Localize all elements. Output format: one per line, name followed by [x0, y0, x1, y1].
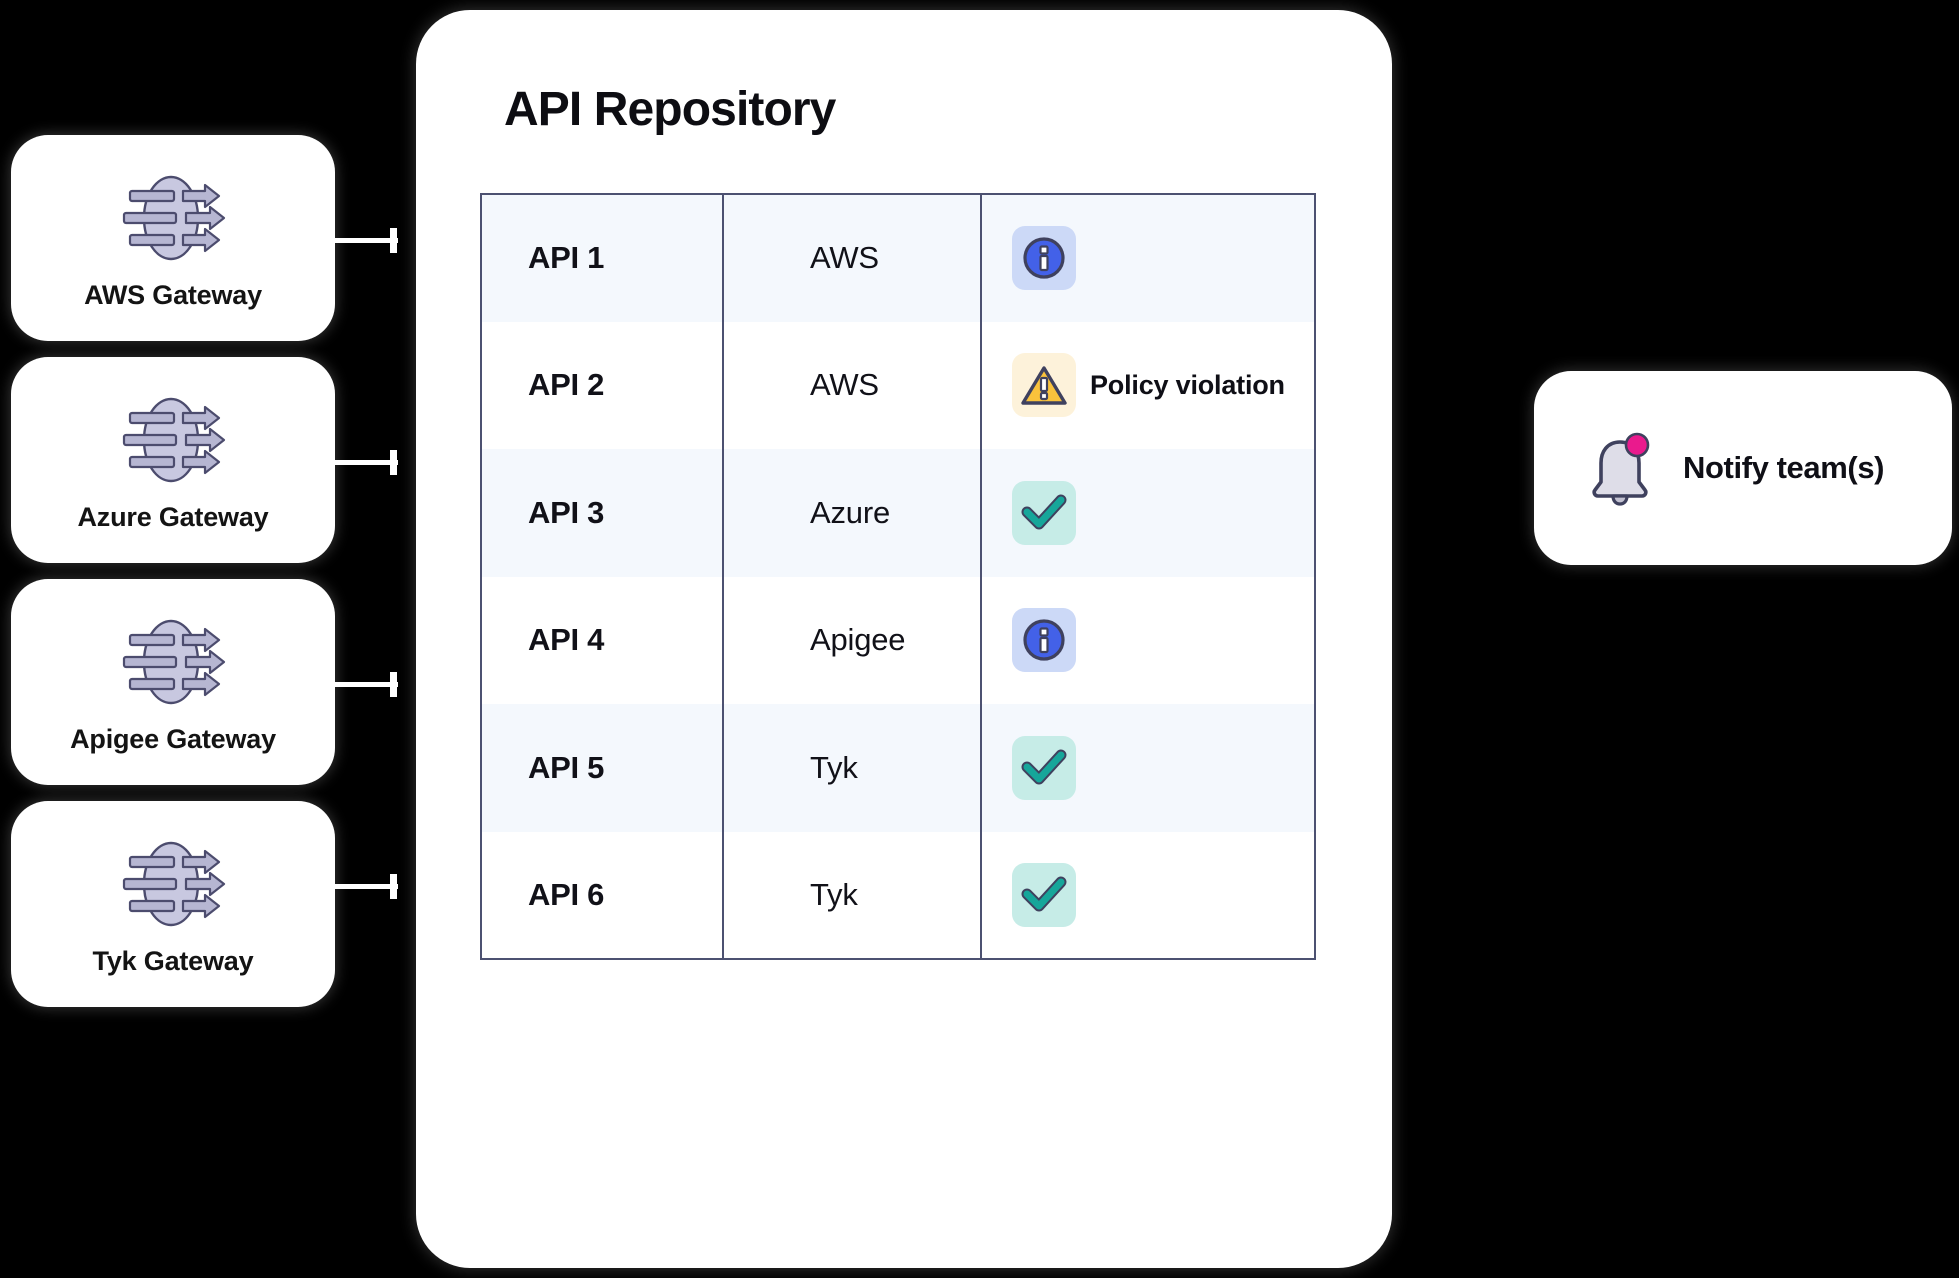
bell-icon — [1592, 432, 1650, 506]
info-icon — [1023, 237, 1065, 279]
api-name-cell: API 3 — [528, 494, 605, 530]
status-text: Policy violation — [1090, 370, 1285, 401]
api-gateway-icon — [122, 619, 226, 704]
vendor-cell: AWS — [810, 240, 879, 276]
table-row[interactable]: API 4 Apigee — [481, 576, 1315, 704]
vendor-cell: Apigee — [810, 622, 906, 658]
gateway-card-apigee[interactable]: Apigee Gateway — [18, 586, 328, 778]
connector-tail-tyk — [390, 874, 397, 899]
warning-icon — [1021, 366, 1067, 405]
page-title: API Repository — [504, 83, 836, 136]
api-gateway-icon — [122, 397, 226, 482]
connector-tail-aws — [390, 228, 397, 253]
api-repository-table: API 1 AWS — [480, 193, 1316, 960]
connector-line-aws — [282, 238, 398, 243]
table-row[interactable]: API 5 Tyk — [481, 704, 1315, 832]
api-gateway-icon — [122, 841, 226, 926]
gateway-label: Azure Gateway — [77, 501, 269, 532]
table-row[interactable]: API 1 AWS — [481, 194, 1315, 322]
status-badge[interactable] — [1012, 862, 1076, 927]
connector-line-tyk — [282, 884, 398, 889]
api-name-cell: API 6 — [528, 876, 605, 912]
vendor-cell: AWS — [810, 367, 879, 403]
table-row[interactable]: API 2 AWS Policy violation — [481, 321, 1315, 449]
connector-line-apigee — [282, 682, 398, 687]
api-name-cell: API 5 — [528, 749, 605, 785]
gateway-card-azure[interactable]: Azure Gateway — [18, 364, 328, 556]
table-row[interactable]: API 3 Azure — [481, 449, 1315, 577]
status-badge[interactable] — [1012, 608, 1076, 673]
gateway-label: AWS Gateway — [84, 279, 262, 310]
vendor-cell: Tyk — [810, 876, 858, 912]
check-icon — [1021, 494, 1067, 530]
api-repository-panel: API Repository API 1 AWS — [424, 18, 1384, 1260]
status-badge[interactable] — [1012, 226, 1076, 291]
status-badge[interactable] — [1012, 353, 1076, 418]
gateway-card-aws[interactable]: AWS Gateway — [18, 142, 328, 334]
api-name-cell: API 2 — [528, 367, 605, 403]
connector-tail-azure — [390, 450, 397, 475]
api-name-cell: API 1 — [528, 240, 605, 276]
status-badge[interactable] — [1012, 480, 1076, 545]
gateway-card-tyk[interactable]: Tyk Gateway — [18, 808, 328, 1000]
connector-line-azure — [282, 460, 398, 465]
notify-teams-card[interactable]: Notify team(s) — [1541, 378, 1945, 558]
gateway-label: Tyk Gateway — [92, 945, 254, 976]
vendor-cell: Azure — [810, 494, 890, 530]
info-icon — [1023, 619, 1065, 661]
gateway-label: Apigee Gateway — [70, 723, 276, 754]
check-icon — [1021, 749, 1067, 785]
connector-tail-apigee — [390, 672, 397, 697]
notify-teams-label: Notify team(s) — [1683, 450, 1885, 485]
status-badge[interactable] — [1012, 735, 1076, 800]
api-name-cell: API 4 — [528, 622, 605, 658]
check-icon — [1021, 876, 1067, 912]
table-row[interactable]: API 6 Tyk — [481, 831, 1315, 959]
api-gateway-icon — [122, 175, 226, 260]
vendor-cell: Tyk — [810, 749, 858, 785]
